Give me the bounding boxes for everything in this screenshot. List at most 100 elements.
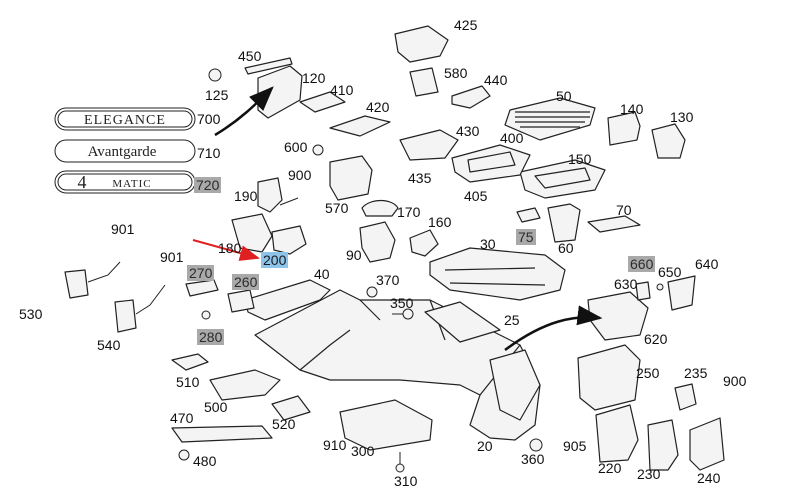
callout-280[interactable]: 280 xyxy=(197,329,225,345)
callout-70[interactable]: 70 xyxy=(616,202,632,218)
vent-250-part xyxy=(577,344,641,411)
callout-405[interactable]: 405 xyxy=(464,188,488,204)
callout-500[interactable]: 500 xyxy=(204,399,228,415)
mechanism-300-part xyxy=(339,399,433,451)
panel-640-part xyxy=(667,275,696,311)
callout-905[interactable]: 905 xyxy=(563,438,587,454)
callout-660[interactable]: 660 xyxy=(628,256,656,272)
callout-901-left[interactable]: 901 xyxy=(111,221,135,237)
wire-901-a xyxy=(87,261,121,283)
housing-180-part xyxy=(231,213,273,253)
handle-440-part xyxy=(451,85,491,109)
callout-150[interactable]: 150 xyxy=(568,151,592,167)
bracket-200-part xyxy=(271,225,307,255)
clip-650 xyxy=(656,283,664,291)
callout-30[interactable]: 30 xyxy=(480,236,496,252)
callout-630[interactable]: 630 xyxy=(614,276,638,292)
tray-510-part xyxy=(171,353,209,371)
clip-480 xyxy=(178,449,190,461)
avantgarde-emblem-text: Avantgarde xyxy=(88,144,157,160)
callout-230[interactable]: 230 xyxy=(637,466,661,482)
strip-450-part xyxy=(244,57,293,75)
callout-50[interactable]: 50 xyxy=(556,88,572,104)
trim-220-part xyxy=(595,404,639,463)
callout-60[interactable]: 60 xyxy=(558,240,574,256)
screw-125 xyxy=(208,68,222,82)
trim-470-part xyxy=(171,425,273,443)
callout-25[interactable]: 25 xyxy=(504,312,520,328)
callout-235[interactable]: 235 xyxy=(684,365,708,381)
callout-520[interactable]: 520 xyxy=(272,416,296,432)
callout-220[interactable]: 220 xyxy=(598,460,622,476)
cup-140-part xyxy=(607,111,641,146)
callout-700[interactable]: 700 xyxy=(197,111,221,127)
callout-901-right[interactable]: 901 xyxy=(160,249,184,265)
callout-430[interactable]: 430 xyxy=(456,123,480,139)
callout-470[interactable]: 470 xyxy=(170,410,194,426)
callout-75[interactable]: 75 xyxy=(516,229,536,245)
cup-580-part xyxy=(409,67,439,97)
callout-120[interactable]: 120 xyxy=(302,70,326,86)
callout-160[interactable]: 160 xyxy=(428,214,452,230)
callout-190[interactable]: 190 xyxy=(234,188,258,204)
callout-310[interactable]: 310 xyxy=(394,473,418,489)
callout-540[interactable]: 540 xyxy=(97,337,121,353)
callout-200-selected[interactable]: 200 xyxy=(261,252,289,268)
callout-40[interactable]: 40 xyxy=(314,266,330,282)
callout-180[interactable]: 180 xyxy=(218,240,242,256)
callout-910[interactable]: 910 xyxy=(323,437,347,453)
frame-520-part xyxy=(271,395,311,421)
holder-230-part xyxy=(647,419,679,471)
callout-370[interactable]: 370 xyxy=(376,272,400,288)
part-160-shape xyxy=(409,229,439,257)
callout-420[interactable]: 420 xyxy=(366,99,390,115)
callout-270[interactable]: 270 xyxy=(187,265,215,281)
callout-260[interactable]: 260 xyxy=(232,274,260,290)
callout-425[interactable]: 425 xyxy=(454,17,478,33)
clip-75-part xyxy=(516,207,541,223)
callout-570[interactable]: 570 xyxy=(325,200,349,216)
roller-cover-part xyxy=(504,97,596,141)
callout-900-lower[interactable]: 900 xyxy=(723,373,747,389)
mat-410-part xyxy=(299,91,346,113)
callout-600[interactable]: 600 xyxy=(284,139,308,155)
callout-90[interactable]: 90 xyxy=(346,247,362,263)
bracket-120-part xyxy=(257,65,303,119)
callout-510[interactable]: 510 xyxy=(176,374,200,390)
callout-170[interactable]: 170 xyxy=(397,204,421,220)
callout-650[interactable]: 650 xyxy=(658,264,682,280)
callout-140[interactable]: 140 xyxy=(620,101,644,117)
callout-240[interactable]: 240 xyxy=(697,470,721,486)
box-570-part xyxy=(329,155,373,201)
callout-440[interactable]: 440 xyxy=(484,72,508,88)
box-60-part xyxy=(547,203,581,243)
callout-435[interactable]: 435 xyxy=(408,170,432,186)
frame-150-part xyxy=(519,159,606,199)
callout-450[interactable]: 450 xyxy=(238,48,262,64)
tray-40-part xyxy=(244,279,331,321)
callout-720[interactable]: 720 xyxy=(194,177,222,193)
screw-280 xyxy=(201,310,211,320)
callout-710[interactable]: 710 xyxy=(197,145,221,161)
callout-530[interactable]: 530 xyxy=(19,306,43,322)
callout-130[interactable]: 130 xyxy=(670,109,694,125)
matic-emblem-numeral: 4 xyxy=(78,172,87,192)
switch-190-part xyxy=(257,177,283,213)
callout-400[interactable]: 400 xyxy=(500,130,524,146)
callout-250[interactable]: 250 xyxy=(636,365,660,381)
callout-640[interactable]: 640 xyxy=(695,256,719,272)
callout-350[interactable]: 350 xyxy=(390,295,414,311)
callout-480[interactable]: 480 xyxy=(193,453,217,469)
callout-620[interactable]: 620 xyxy=(644,331,668,347)
callout-20[interactable]: 20 xyxy=(477,438,493,454)
selection-arrow xyxy=(192,239,260,261)
callout-900-upper[interactable]: 900 xyxy=(288,167,312,183)
mat-420-part xyxy=(329,115,391,137)
callout-125[interactable]: 125 xyxy=(205,87,229,103)
callout-580[interactable]: 580 xyxy=(444,65,468,81)
plate-70-part xyxy=(587,215,641,233)
callout-360[interactable]: 360 xyxy=(521,451,545,467)
callout-410[interactable]: 410 xyxy=(330,82,354,98)
callout-300[interactable]: 300 xyxy=(351,443,375,459)
